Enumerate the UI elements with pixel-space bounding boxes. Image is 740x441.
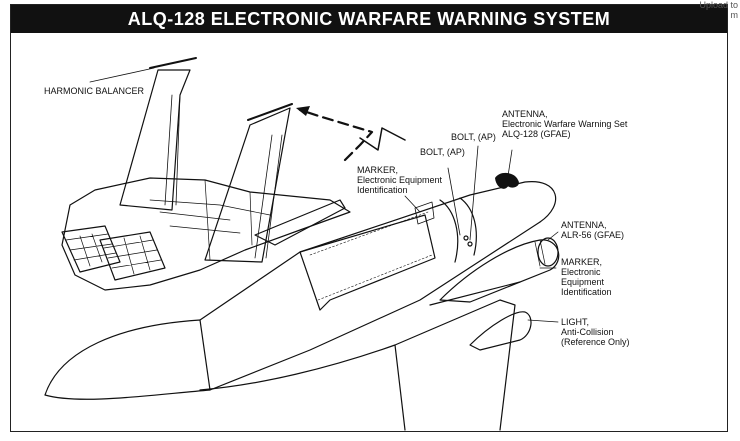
horizontal-stabilizer	[254, 199, 346, 246]
diagram-frame	[10, 4, 728, 432]
marker-plate-1	[414, 201, 435, 225]
harmonic-balancer-rod	[149, 57, 197, 69]
main-pod	[44, 172, 557, 431]
light-body	[469, 311, 532, 351]
label-light: LIGHT, Anti-Collision (Reference Only)	[561, 317, 630, 347]
dashed-callout-arrow	[298, 108, 374, 162]
label-antenna-alr: ANTENNA, ALR-56 (GFAE)	[561, 220, 625, 240]
left-vertical-tail	[119, 69, 191, 211]
corner-text-line-2: m	[730, 10, 739, 20]
leader-harmonic-balancer	[89, 67, 155, 83]
pod-body-top	[199, 181, 557, 321]
pod-section-ring-2	[459, 197, 477, 256]
leader-bolt-2	[469, 145, 479, 241]
fuselage-panel-lines	[149, 179, 271, 261]
alr-antenna-ribs	[534, 239, 546, 267]
corner-text-line-1: Upload to	[699, 0, 738, 10]
alq-antenna-shape	[495, 172, 519, 189]
corner-watermark: Upload to m	[699, 0, 738, 20]
leader-light	[527, 319, 559, 323]
diagram-title: ALQ-128 ELECTRONIC WARFARE WARNING SYSTE…	[127, 8, 611, 29]
engine-bay-right	[99, 231, 166, 281]
bay-details	[65, 233, 162, 275]
pod-panel-rivets	[309, 211, 433, 301]
leader-antenna-alr	[547, 231, 559, 241]
bolt-1	[463, 235, 469, 241]
right-vertical-tail	[204, 107, 291, 263]
label-bolt-ap-1: BOLT, (AP)	[451, 132, 496, 142]
leader-bolt-1	[447, 167, 461, 236]
label-marker-1: MARKER, Electronic Equipment Identificat…	[357, 165, 443, 195]
aircraft-tail-inset	[61, 57, 351, 291]
label-harmonic-balancer: HARMONIC BALANCER	[44, 86, 145, 96]
alr-antenna-tip	[537, 237, 559, 267]
leader-marker-1	[404, 195, 421, 213]
pod-break-mark	[359, 127, 406, 151]
pod-access-panel	[299, 214, 436, 311]
wing-leading-edge	[429, 281, 521, 306]
label-antenna-alq: ANTENNA, Electronic Warfare Warning Set …	[502, 109, 628, 139]
label-bolt-ap-2: BOLT, (AP)	[420, 147, 465, 157]
bolt-2	[467, 241, 473, 247]
aft-fuselage-outline	[61, 177, 351, 291]
wing-surface	[199, 299, 516, 431]
pod-body-bottom	[209, 221, 541, 391]
pod-section-ring	[439, 199, 459, 263]
engine-bay-left	[61, 225, 121, 273]
right-tail-rudder	[254, 134, 283, 259]
right-tail-tip-pod	[247, 103, 293, 121]
anti-collision-light	[469, 311, 532, 351]
alr-antenna-fairing	[439, 237, 560, 303]
arrow-head	[296, 106, 310, 116]
leader-antenna-alq	[507, 149, 513, 177]
pod-nose	[44, 319, 211, 400]
label-marker-2: MARKER, Electronic Equipment Identificat…	[561, 257, 612, 297]
left-tail-rudder	[164, 94, 181, 206]
title-bar: ALQ-128 ELECTRONIC WARFARE WARNING SYSTE…	[11, 5, 727, 33]
